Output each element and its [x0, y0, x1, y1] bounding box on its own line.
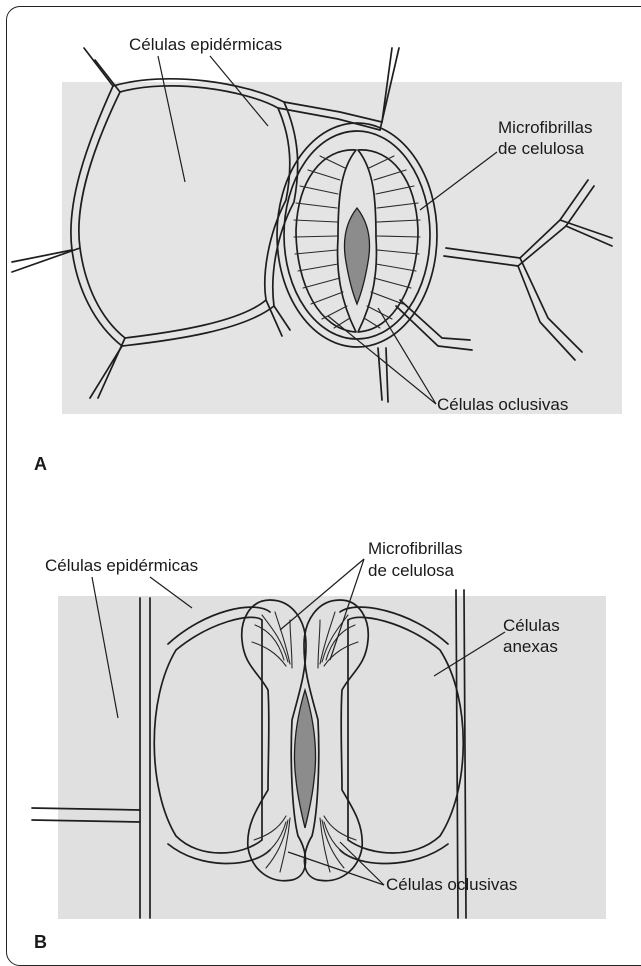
panel-b-label-subsidiary-line2: anexas	[503, 637, 558, 656]
panel-a-label-microfibrils-line2: de celulosa	[498, 139, 585, 158]
panel-a-label-guard-cells: Células oclusivas	[437, 395, 568, 414]
panel-b: Células epidérmicas Microfibrillas de ce…	[32, 539, 606, 952]
panel-b-label-microfibrils-line1: Microfibrillas	[368, 539, 462, 558]
panel-b-label-subsidiary-line1: Células	[503, 616, 560, 635]
panel-b-tag: B	[34, 932, 47, 952]
panel-b-label-microfibrils-line2: de celulosa	[368, 561, 455, 580]
panel-a-label-epidermal-cells: Células epidérmicas	[129, 35, 282, 54]
panel-a-tag: A	[34, 454, 47, 474]
panel-b-label-guard-cells: Células oclusivas	[386, 875, 517, 894]
panel-b-label-epidermal-cells: Células epidérmicas	[45, 556, 198, 575]
panel-a: Células epidérmicas Microfibrillas de ce…	[12, 35, 622, 474]
panel-a-label-microfibrils-line1: Microfibrillas	[498, 118, 592, 137]
